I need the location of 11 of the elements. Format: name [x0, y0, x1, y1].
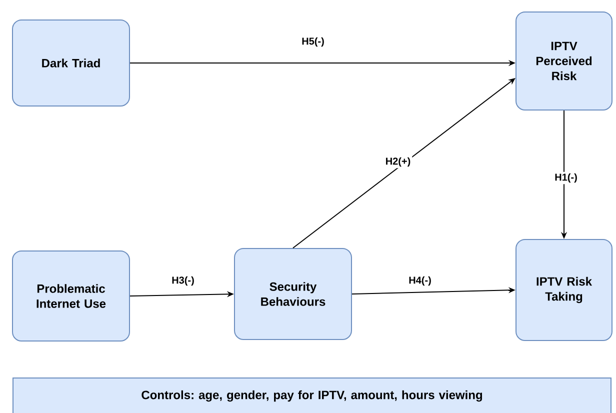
- variable-box: Dark Triad: [12, 20, 130, 106]
- edge-label: H5(-): [302, 37, 324, 47]
- edge-label: H2(+): [384, 156, 412, 168]
- variable-box: IPTV Risk Taking: [516, 239, 612, 341]
- edge-label: H3(-): [172, 276, 194, 286]
- variable-box: Problematic Internet Use: [12, 250, 130, 342]
- edge-label: H4(-): [409, 276, 431, 286]
- variable-box: Security Behaviours: [234, 248, 352, 340]
- variable-box: IPTV Perceived Risk: [516, 12, 612, 110]
- edge-label: H1(-): [553, 172, 579, 184]
- controls-box: Controls: age, gender, pay for IPTV, amount, hours viewing: [12, 378, 612, 413]
